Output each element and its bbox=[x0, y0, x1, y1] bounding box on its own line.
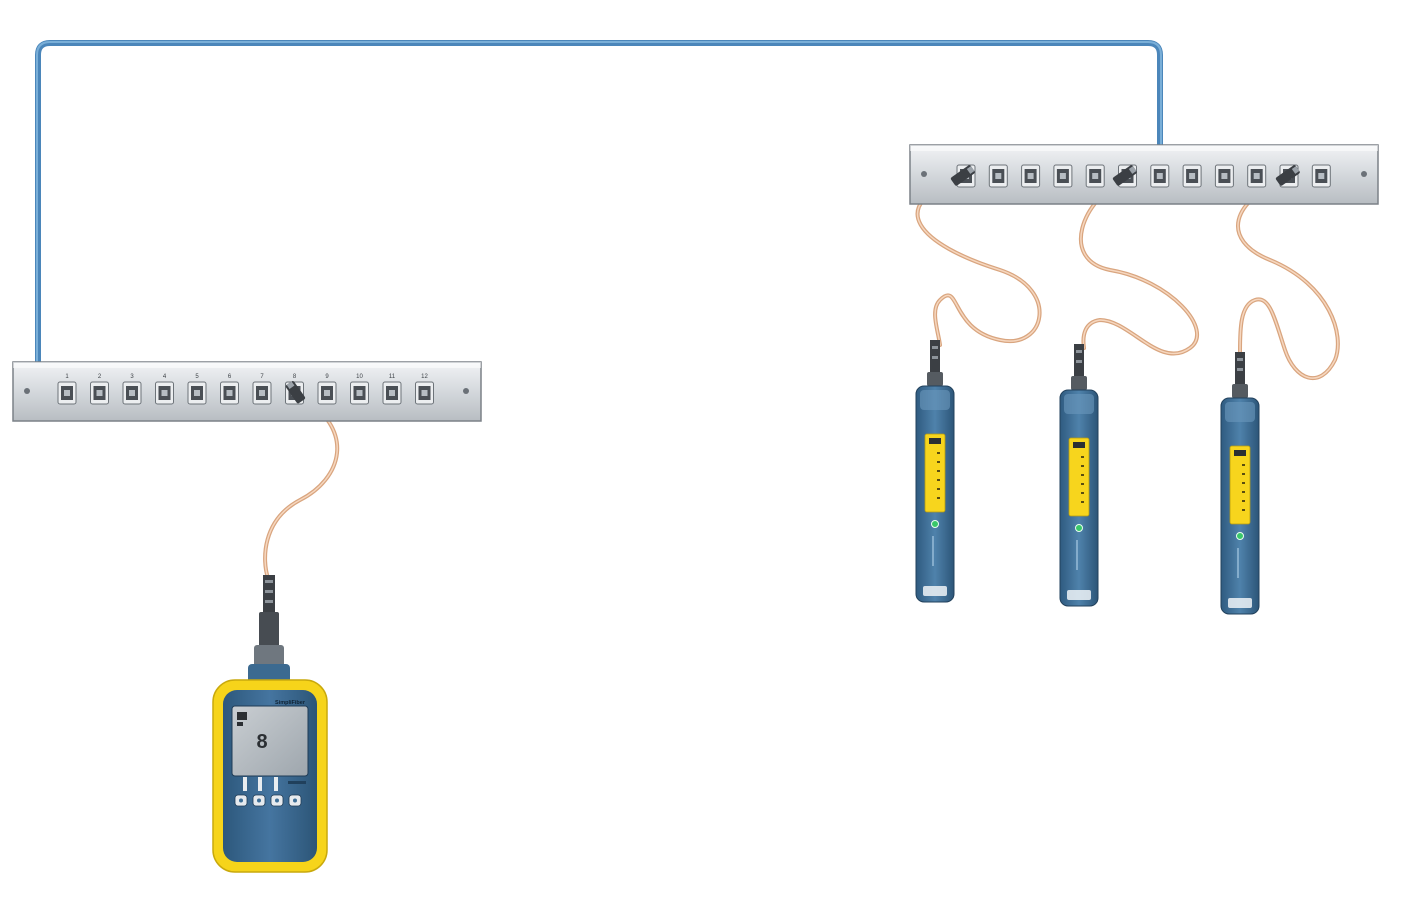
mount-hole-icon bbox=[24, 388, 30, 394]
panel-a-port-7[interactable]: 7 bbox=[252, 374, 272, 405]
trunk-cable-highlight bbox=[36, 41, 1162, 362]
patch-cord-b1 bbox=[915, 175, 1042, 347]
panel-a-port-label: 10 bbox=[356, 374, 363, 380]
softkey-icon-4[interactable] bbox=[288, 794, 302, 807]
status-led-icon bbox=[1236, 532, 1244, 540]
softkey-icon-1[interactable] bbox=[234, 794, 248, 807]
panel-a-port-label: 5 bbox=[195, 374, 199, 380]
tester-screen-value: 8 bbox=[256, 731, 267, 753]
panel-a-port-4[interactable]: 4 bbox=[155, 374, 174, 405]
panel-a-port-1[interactable]: 1 bbox=[57, 374, 77, 405]
remote-probe-3 bbox=[1220, 352, 1260, 615]
panel-a-port-11[interactable]: 11 bbox=[382, 374, 402, 405]
softkey-icon-2[interactable] bbox=[252, 794, 266, 807]
panel-a-port-label: 11 bbox=[389, 374, 396, 380]
panel-a-port-label: 9 bbox=[325, 374, 329, 380]
status-led-icon bbox=[931, 520, 939, 528]
panel-b-port-10[interactable] bbox=[1247, 164, 1267, 188]
main-tester: 8 SimpliFiber bbox=[212, 575, 328, 873]
panel-b-port-4[interactable] bbox=[1053, 164, 1073, 188]
patch-cord-a bbox=[263, 391, 340, 580]
panel-a-port-label: 4 bbox=[163, 374, 167, 380]
tester-screen bbox=[231, 705, 309, 777]
panel-a-plug bbox=[285, 381, 306, 404]
panel-a-port-12[interactable]: 12 bbox=[415, 374, 434, 405]
softkey-icon-3[interactable] bbox=[270, 794, 284, 807]
remote-probe-1 bbox=[915, 340, 955, 603]
panel-a-port-label: 1 bbox=[65, 374, 69, 380]
panel-b-port-3[interactable] bbox=[1021, 164, 1041, 188]
panel-a-port-label: 8 bbox=[293, 374, 297, 380]
panel-b-port-12[interactable] bbox=[1311, 164, 1331, 188]
panel-b-plug bbox=[950, 165, 975, 186]
mount-hole-icon bbox=[463, 388, 469, 394]
mount-hole-icon bbox=[921, 171, 927, 177]
tester-connector bbox=[263, 575, 275, 615]
panel-a-port-3[interactable]: 3 bbox=[122, 374, 142, 405]
status-led-icon bbox=[1075, 524, 1083, 532]
wavelength-icon bbox=[237, 712, 247, 726]
panel-a-port-label: 2 bbox=[98, 374, 102, 380]
panel-b-plug bbox=[1112, 165, 1137, 186]
panel-a-port-2[interactable]: 2 bbox=[90, 374, 109, 405]
panel-b-plug bbox=[1275, 165, 1300, 186]
panel-a-port-9[interactable]: 9 bbox=[317, 374, 337, 405]
patch-cord-b3 bbox=[1236, 175, 1340, 381]
panel-b-port-7[interactable] bbox=[1150, 164, 1170, 188]
patch-cord-b2 bbox=[1078, 175, 1199, 356]
panel-a-port-6[interactable]: 6 bbox=[220, 374, 239, 405]
panel-b-port-8[interactable] bbox=[1182, 164, 1202, 188]
remote-probe-2 bbox=[1059, 344, 1099, 607]
patch-panel-b bbox=[909, 144, 1379, 205]
panel-a-port-label: 12 bbox=[421, 374, 428, 380]
panel-b-port-2[interactable] bbox=[988, 164, 1008, 188]
mount-hole-icon bbox=[1361, 171, 1367, 177]
panel-a-port-label: 7 bbox=[260, 374, 264, 380]
panel-a-port-label: 3 bbox=[130, 374, 134, 380]
panel-a-port-5[interactable]: 5 bbox=[187, 374, 207, 405]
panel-b-port-5[interactable] bbox=[1085, 164, 1105, 188]
tester-brand-label: SimpliFiber bbox=[275, 700, 306, 706]
panel-a-port-label: 6 bbox=[228, 374, 232, 380]
panel-a-port-10[interactable]: 10 bbox=[350, 374, 369, 405]
panel-b-port-9[interactable] bbox=[1214, 164, 1234, 188]
